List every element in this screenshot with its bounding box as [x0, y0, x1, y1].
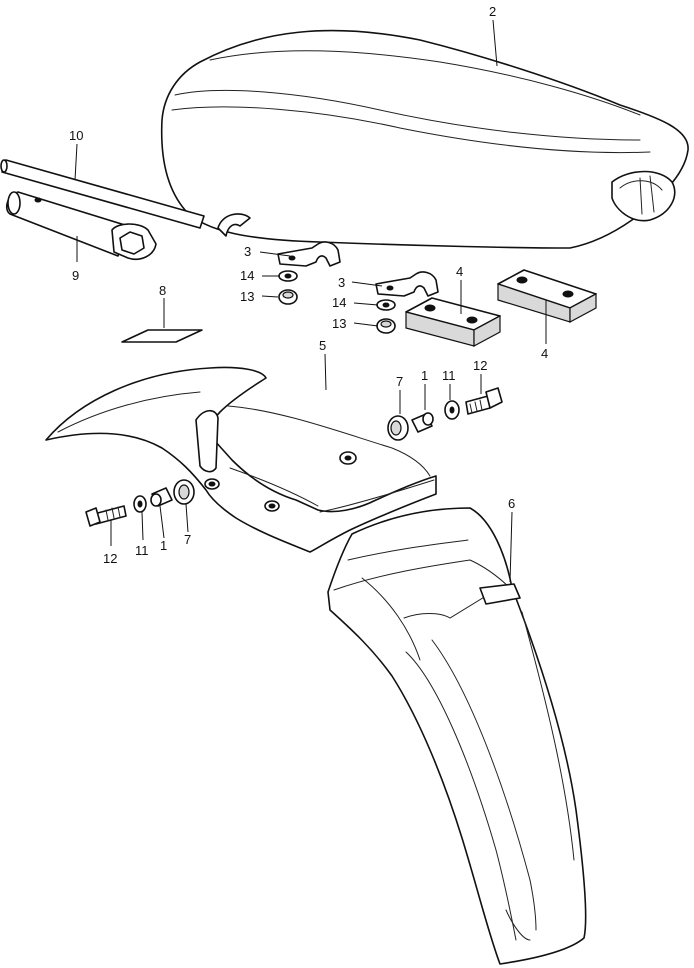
bracket-right-part [375, 271, 439, 297]
callout-11-right: 11 [442, 368, 456, 383]
callout-5: 5 [319, 338, 326, 353]
callout-1-right: 1 [421, 368, 428, 383]
wrench-tool-part [5, 191, 157, 260]
bracket-left-part [277, 241, 341, 267]
callout-14-left: 14 [240, 268, 254, 283]
callout-3-left: 3 [244, 244, 251, 259]
callout-1-left: 1 [160, 538, 167, 553]
rubber-block-right-part [497, 269, 597, 324]
bolt-12-right-part [465, 387, 503, 415]
washer-14-right-part [376, 299, 396, 311]
nut-13-left-part [278, 289, 298, 305]
washer-11-right-part [444, 400, 460, 420]
callout-4-left: 4 [456, 264, 463, 279]
callout-8: 8 [159, 283, 166, 298]
callout-9: 9 [72, 268, 79, 283]
callout-13-right: 13 [332, 316, 346, 331]
callout-7-right: 7 [396, 374, 403, 389]
collar-1-left-part [150, 487, 173, 507]
callout-14-right: 14 [332, 295, 346, 310]
callout-3-right: 3 [338, 275, 345, 290]
callout-10: 10 [69, 128, 83, 143]
rubber-block-left-part [405, 297, 501, 348]
plate-part [121, 329, 203, 343]
inner-fender-part [327, 507, 587, 965]
nut-13-right-part [376, 318, 396, 334]
front-fender-part [45, 366, 437, 553]
washer-14-left-part [278, 270, 298, 282]
callout-4-right: 4 [541, 346, 548, 361]
seat-part [160, 29, 689, 249]
callout-6: 6 [508, 496, 515, 511]
collar-1-right-part [411, 412, 434, 433]
bolt-12-left-part [85, 505, 127, 527]
grommet-7-right-part [387, 415, 409, 441]
washer-11-left-part [133, 495, 147, 513]
callout-7-left: 7 [184, 532, 191, 547]
callouts: 2 10 9 3 14 13 3 14 13 4 4 8 5 7 1 11 12… [69, 4, 548, 566]
grommet-7-left-part [173, 479, 195, 505]
callout-13-left: 13 [240, 289, 254, 304]
callout-12-right: 12 [473, 358, 487, 373]
callout-11-left: 11 [135, 543, 149, 558]
rod-part [0, 159, 205, 229]
callout-2: 2 [489, 4, 496, 19]
callout-12-left: 12 [103, 551, 117, 566]
leader-lines [74, 19, 547, 583]
